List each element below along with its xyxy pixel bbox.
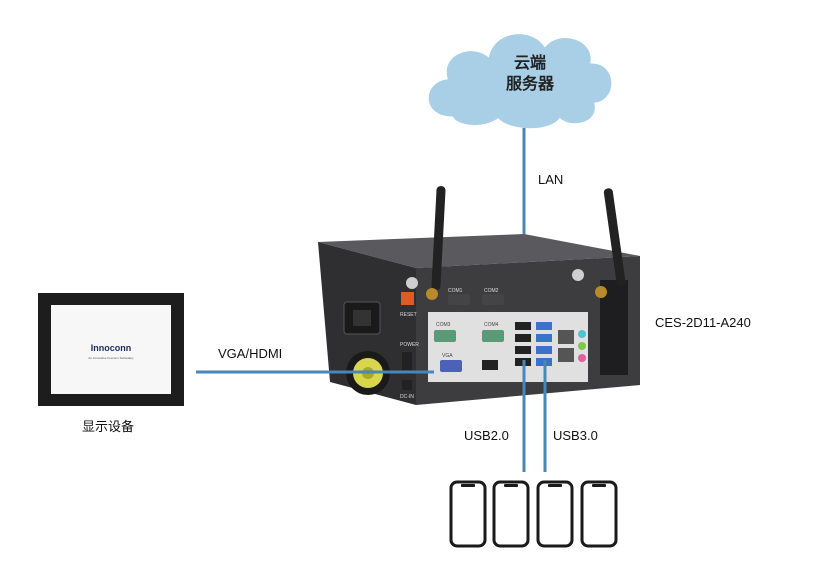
antenna-icon [426,186,446,300]
com3-label: COM3 [436,322,451,328]
phone-icon [449,480,487,548]
lan-label: LAN [538,172,564,187]
com2-label: COM2 [484,288,499,294]
innoconn-tagline: An Innovative Foxconn Subsidiary [88,356,134,360]
model-label: CES-2D11-A240 [655,315,751,330]
vga-hdmi-label: VGA/HDMI [218,346,283,361]
cloud-label-line2: 服务器 [505,76,554,93]
usb2-label: USB2.0 [464,428,509,443]
power-label: POWER [400,342,419,348]
phone-icon [492,480,530,548]
cloud-icon [425,31,615,132]
cloud-label-line1: 云端 [513,55,546,72]
display-device [38,293,184,406]
edge-computer [318,234,640,405]
display-caption: 显示设备 [82,419,135,434]
antenna-icon [595,188,626,298]
cloud-label: 云端 服务器 [470,53,590,95]
usb3-label: USB3.0 [553,428,598,443]
com4-label: COM4 [484,322,499,328]
vga-label: VGA [442,353,453,359]
phone-icon [536,480,574,548]
com1-label: COM1 [448,288,463,294]
phone-icon [580,480,618,548]
innoconn-logo: Innoconn [91,343,132,353]
dc-in-label: DC-IN [400,394,414,400]
reset-label: RESET [400,312,417,318]
